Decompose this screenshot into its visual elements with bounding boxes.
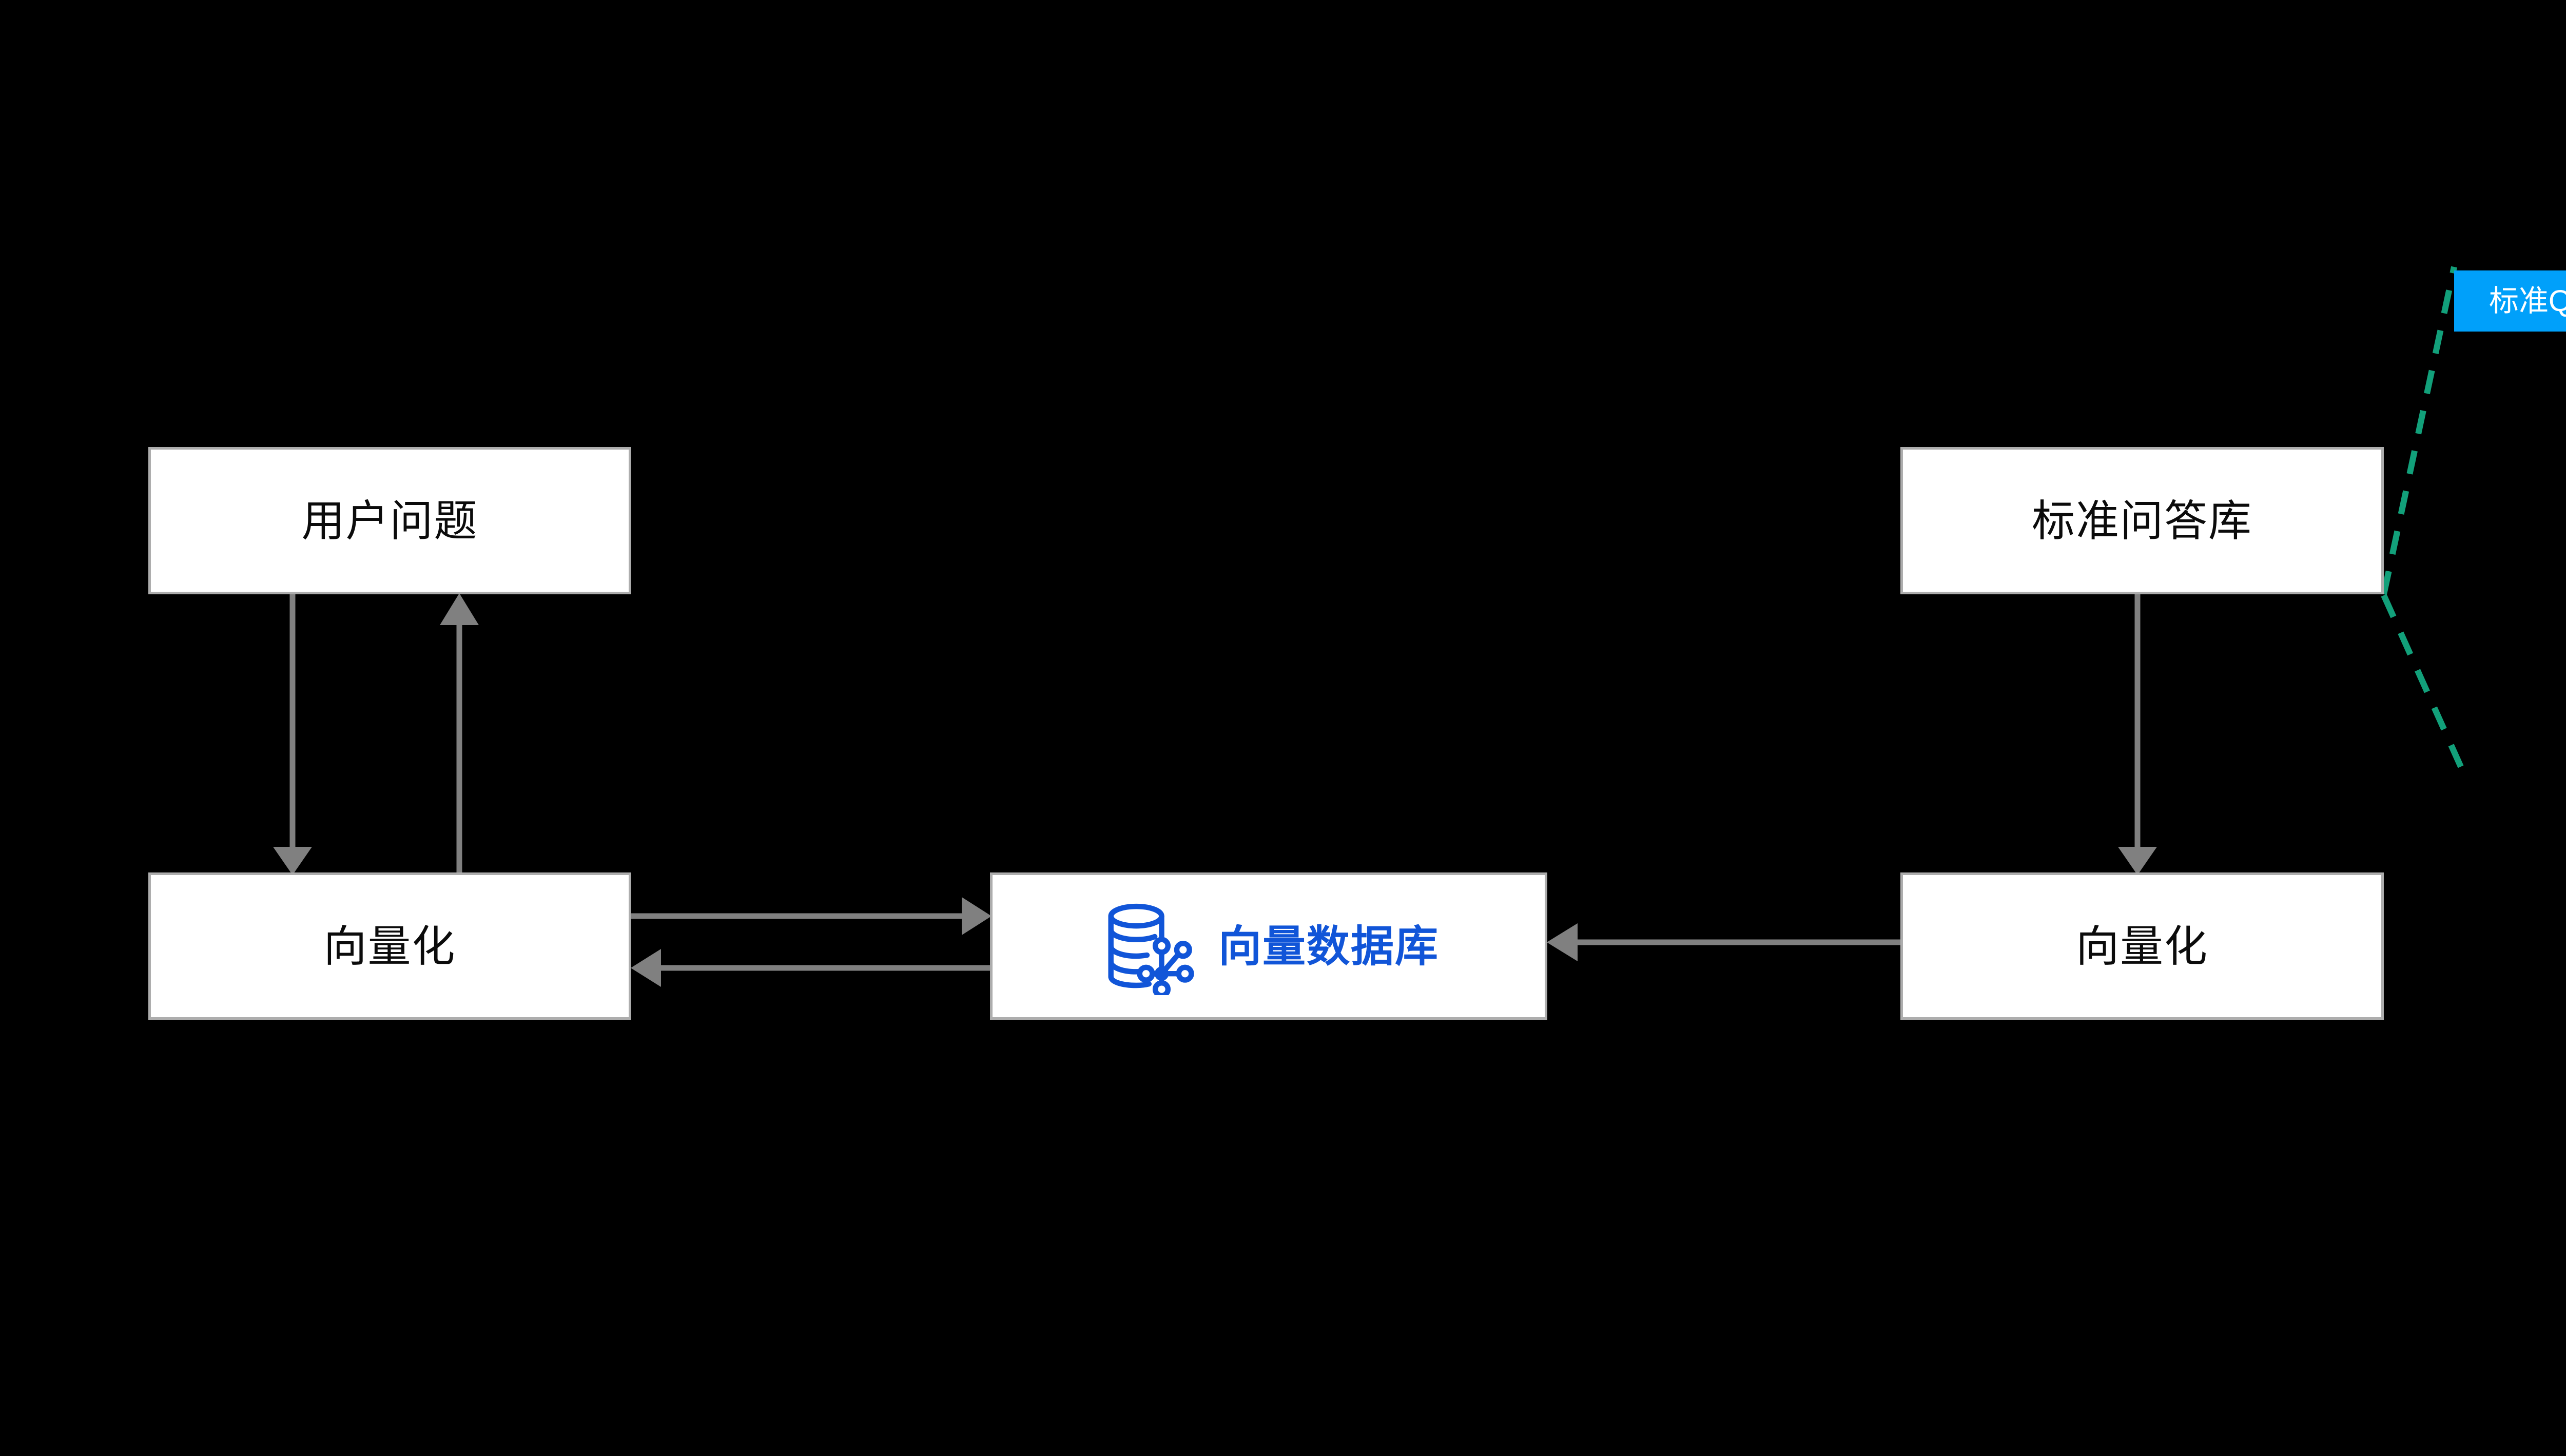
- connector-vectorize-left-to-database: [631, 897, 992, 935]
- node-vectorize-left-label: 向量化: [323, 922, 456, 970]
- callout-line-lower: [2381, 594, 2466, 774]
- banner-cell-standard-q: 标准Q: [2489, 284, 2566, 318]
- connector-database-to-vectorize-left: [631, 949, 990, 987]
- standard-qa-banner[interactable]: 标准Q Answer: [2454, 270, 2566, 332]
- node-vector-database-label: 向量数据库: [1218, 922, 1439, 970]
- connector-standard-qa-bank-to-vectorize-right: [2118, 594, 2157, 875]
- node-vectorize-left[interactable]: 向量化: [148, 872, 631, 1020]
- connector-vectorize-right-to-database: [1547, 923, 1900, 961]
- database-vector-icon: [1108, 903, 1194, 995]
- node-user-question[interactable]: 用户问题: [148, 447, 631, 594]
- callout-line-upper: [2381, 266, 2457, 595]
- connector-user-question-to-vectorize-left: [273, 594, 312, 875]
- node-user-question-label: 用户问题: [301, 496, 478, 545]
- node-vectorize-right-label: 向量化: [2075, 922, 2208, 970]
- node-standard-qa-bank[interactable]: 标准问答库: [1900, 447, 2384, 594]
- node-vector-database[interactable]: 向量数据库: [990, 872, 1547, 1020]
- node-vectorize-right[interactable]: 向量化: [1900, 872, 2384, 1020]
- connector-vectorize-left-to-user-question: [440, 593, 479, 872]
- node-standard-qa-bank-label: 标准问答库: [2031, 496, 2252, 545]
